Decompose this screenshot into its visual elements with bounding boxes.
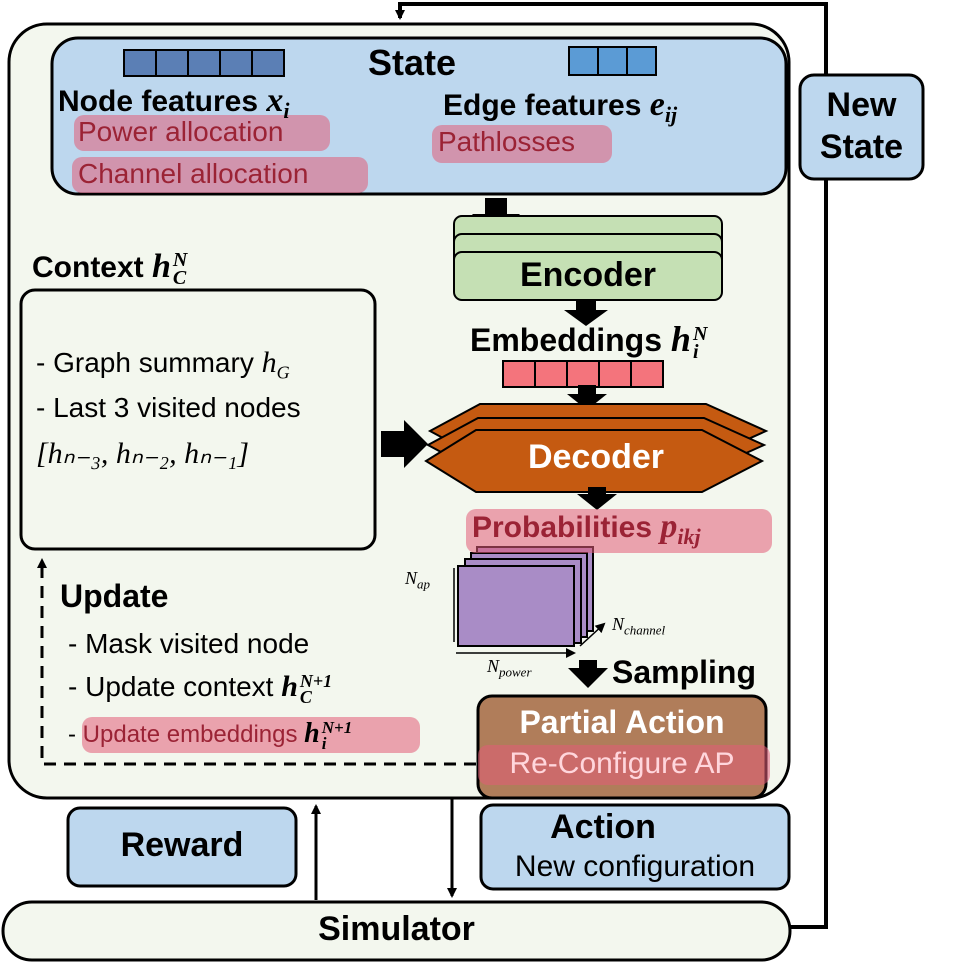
tensor-channel-axis bbox=[579, 622, 606, 647]
new-state-box bbox=[798, 73, 925, 181]
decoder-label: Decoder bbox=[527, 438, 665, 476]
node-item-power: Power allocation bbox=[78, 116, 284, 147]
tensor-power-var: N bbox=[487, 656, 500, 676]
tensor-ap-label: Nap bbox=[405, 568, 430, 593]
highlight-channel-allocation bbox=[72, 157, 368, 193]
state-title: State bbox=[368, 42, 457, 83]
node-features-label: Node features xi bbox=[58, 82, 290, 124]
feedback-loop-arrow bbox=[395, 2, 828, 926]
update-title: Update bbox=[60, 578, 169, 614]
edge-features-label: Edge features eij bbox=[443, 86, 677, 128]
update-item3-var: h bbox=[304, 718, 320, 749]
edge-features-text: Edge features bbox=[443, 89, 650, 122]
new-state-line2: State bbox=[819, 128, 904, 166]
new-state-label: New State bbox=[800, 84, 923, 168]
action-subtitle: New configuration bbox=[514, 850, 756, 883]
tensor-channel-label: Nchannel bbox=[612, 614, 665, 639]
edge-feature-vector bbox=[568, 46, 657, 76]
reward-box bbox=[66, 806, 298, 888]
simulator-label: Simulator bbox=[318, 910, 475, 948]
reward-label: Reward bbox=[120, 826, 244, 864]
new-state-line1: New bbox=[826, 86, 897, 124]
context-line1: - Graph summary hG bbox=[36, 346, 290, 384]
update-item3-text: Update embeddings bbox=[82, 721, 305, 748]
embedding-vector bbox=[502, 360, 664, 388]
arrow-encoder-to-embeddings bbox=[564, 300, 608, 326]
update-item3-sub: i bbox=[321, 733, 327, 753]
tensor-channel-var: N bbox=[612, 614, 625, 634]
node-feature-vector bbox=[123, 49, 285, 77]
node-features-var: x bbox=[266, 82, 284, 119]
node-item-channel: Channel allocation bbox=[78, 158, 309, 189]
arrow-to-partial-action bbox=[568, 660, 608, 688]
update-item2-var: h bbox=[281, 670, 298, 703]
context-box bbox=[19, 288, 377, 551]
context-text: Context bbox=[32, 251, 152, 284]
update-item2-sup: N+1 bbox=[299, 670, 333, 691]
arrow-embeddings-to-decoder bbox=[567, 385, 607, 410]
tensor-ap-sub: ap bbox=[417, 576, 431, 592]
node-features-text: Node features bbox=[58, 85, 267, 118]
embeddings-sub: i bbox=[692, 340, 699, 363]
update-item2-sub: C bbox=[299, 686, 312, 707]
embeddings-sup: N bbox=[692, 322, 708, 345]
edge-features-sub: ij bbox=[664, 102, 678, 127]
decoder-stack bbox=[424, 403, 769, 493]
context-line1-sub: G bbox=[276, 362, 290, 383]
highlight-pathlosses bbox=[432, 125, 612, 163]
probabilities-text: Probabilities bbox=[472, 511, 661, 544]
context-line3: [hₙ₋₃, hₙ₋₂, hₙ₋₁] bbox=[36, 437, 250, 470]
probabilities-var: p bbox=[660, 508, 678, 545]
embeddings-var: h bbox=[670, 319, 691, 359]
encoder-stack bbox=[453, 215, 723, 301]
partial-action-title: Partial Action bbox=[519, 704, 725, 740]
embeddings-text: Embeddings bbox=[470, 322, 671, 358]
tensor-power-sub: power bbox=[499, 664, 532, 680]
simulator-box bbox=[1, 900, 792, 962]
highlight-reconfigure bbox=[478, 745, 770, 785]
arrow-context-to-decoder bbox=[381, 420, 428, 468]
node-features-sub: i bbox=[283, 98, 290, 123]
context-var: h bbox=[152, 248, 171, 285]
context-line1-text: - Graph summary bbox=[36, 347, 262, 378]
highlight-update-embeddings bbox=[82, 717, 420, 753]
highlight-probabilities bbox=[466, 509, 772, 553]
update-item3-dash: - bbox=[68, 721, 83, 748]
probabilities-label: Probabilities pikj bbox=[472, 508, 701, 550]
context-sup: N bbox=[172, 249, 188, 272]
probability-tensor bbox=[457, 546, 594, 647]
context-line1-var: h bbox=[261, 346, 277, 379]
context-sub: C bbox=[172, 267, 187, 290]
update-item2-text: - Update context bbox=[68, 671, 282, 702]
sampling-label: Sampling bbox=[612, 654, 757, 690]
probabilities-sub: ikj bbox=[677, 524, 701, 549]
action-title: Action bbox=[550, 808, 656, 846]
partial-action-subtitle: Re-Configure AP bbox=[509, 747, 735, 780]
arrow-decoder-to-probabilities bbox=[577, 487, 617, 510]
encoder-label: Encoder bbox=[519, 256, 657, 294]
tensor-ap-var: N bbox=[405, 568, 418, 588]
action-box bbox=[479, 803, 791, 891]
tensor-power-label: Npower bbox=[487, 656, 532, 681]
edge-item-pathlosses: Pathlosses bbox=[438, 126, 575, 157]
highlight-power-allocation bbox=[74, 115, 330, 151]
edge-features-var: e bbox=[649, 86, 665, 123]
tensor-channel-sub: channel bbox=[624, 622, 666, 638]
update-loop-arrow bbox=[37, 558, 476, 766]
update-item3-sup: N+1 bbox=[321, 717, 353, 737]
context-line2: - Last 3 visited nodes bbox=[36, 392, 301, 423]
update-item1: - Mask visited node bbox=[68, 628, 310, 659]
